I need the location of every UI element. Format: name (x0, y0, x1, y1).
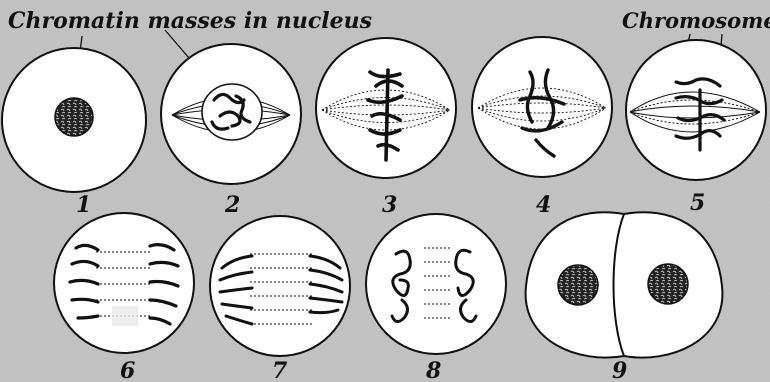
stage-number-1: 1 (76, 192, 91, 218)
stage-number-6: 6 (120, 358, 135, 382)
cell-stage-4 (472, 37, 612, 177)
stage-number-7: 7 (272, 358, 288, 382)
cell-stage-3 (316, 38, 456, 178)
stage-number-2: 2 (224, 192, 240, 218)
stage-number-5: 5 (690, 190, 705, 216)
chromatin-nucleus (55, 98, 93, 136)
cell-stage-2 (161, 44, 301, 184)
label-chromosomes: Chromosomes (622, 8, 770, 33)
label-chromatin-masses: Chromatin masses in nucleus (8, 8, 372, 34)
stage-number-8: 8 (425, 358, 441, 382)
dividing-cell-outline (526, 212, 723, 357)
cell-stage-7 (210, 216, 350, 356)
cell-stage-9 (526, 212, 723, 357)
stage-number-4: 4 (536, 192, 551, 218)
cell-stage-5 (626, 40, 766, 180)
cell-stage-6 (54, 213, 194, 353)
cell-stage-1 (2, 48, 146, 192)
daughter-nucleus-right (648, 264, 688, 304)
stage-number-9: 9 (612, 358, 627, 382)
daughter-nucleus-left (558, 265, 598, 305)
cell-stage-8 (366, 214, 506, 354)
stage-number-3: 3 (382, 192, 397, 218)
